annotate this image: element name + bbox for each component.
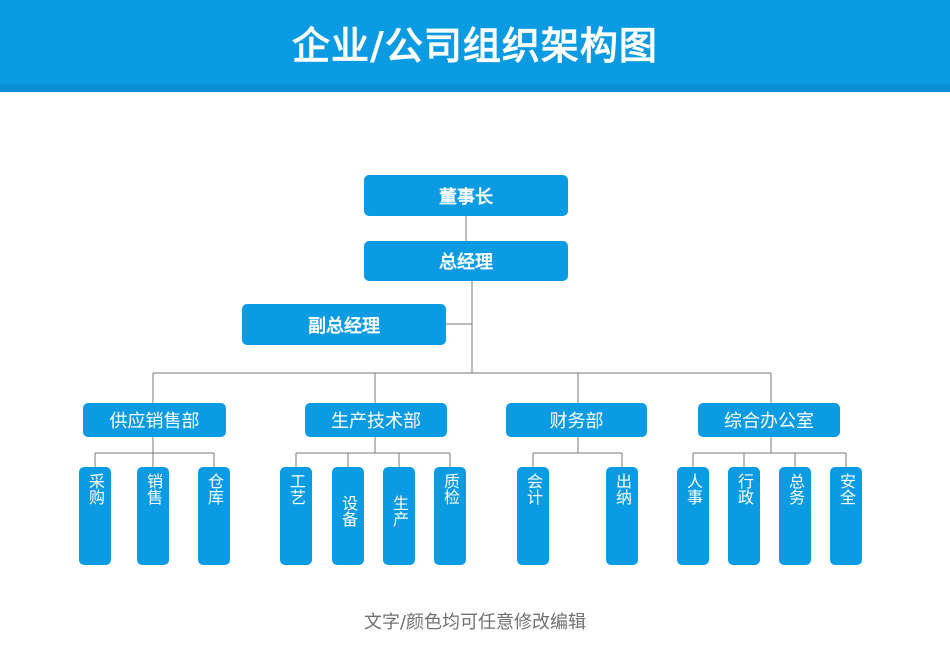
unit-box: 行政 xyxy=(728,467,760,565)
unit-box: 出纳 xyxy=(606,467,638,565)
dept-production-tech: 生产技术部 xyxy=(305,403,447,437)
general-manager-box: 总经理 xyxy=(364,241,568,281)
unit-box: 仓库 xyxy=(198,467,230,565)
unit-box: 质检 xyxy=(434,467,466,565)
chairman-box: 董事长 xyxy=(364,175,568,216)
footer-note: 文字/颜色均可任意修改编辑 xyxy=(363,612,587,633)
deputy-general-manager-box: 副总经理 xyxy=(242,304,446,345)
unit-box: 安全 xyxy=(830,467,862,565)
page-header: 企业/公司组织架构图 xyxy=(0,0,950,92)
unit-box: 人事 xyxy=(677,467,709,565)
unit-box: 工艺 xyxy=(280,467,312,565)
dept-finance: 财务部 xyxy=(506,403,647,437)
dept-general-office: 综合办公室 xyxy=(698,403,840,437)
unit-box: 会计 xyxy=(517,467,549,565)
unit-box: 销售 xyxy=(137,467,169,565)
dept-supply-sales: 供应销售部 xyxy=(83,403,226,437)
unit-box: 设备 xyxy=(332,467,364,565)
unit-box: 采购 xyxy=(79,467,111,565)
unit-box: 生产 xyxy=(383,467,415,565)
page-title: 企业/公司组织架构图 xyxy=(292,23,658,68)
unit-box: 总务 xyxy=(779,467,811,565)
